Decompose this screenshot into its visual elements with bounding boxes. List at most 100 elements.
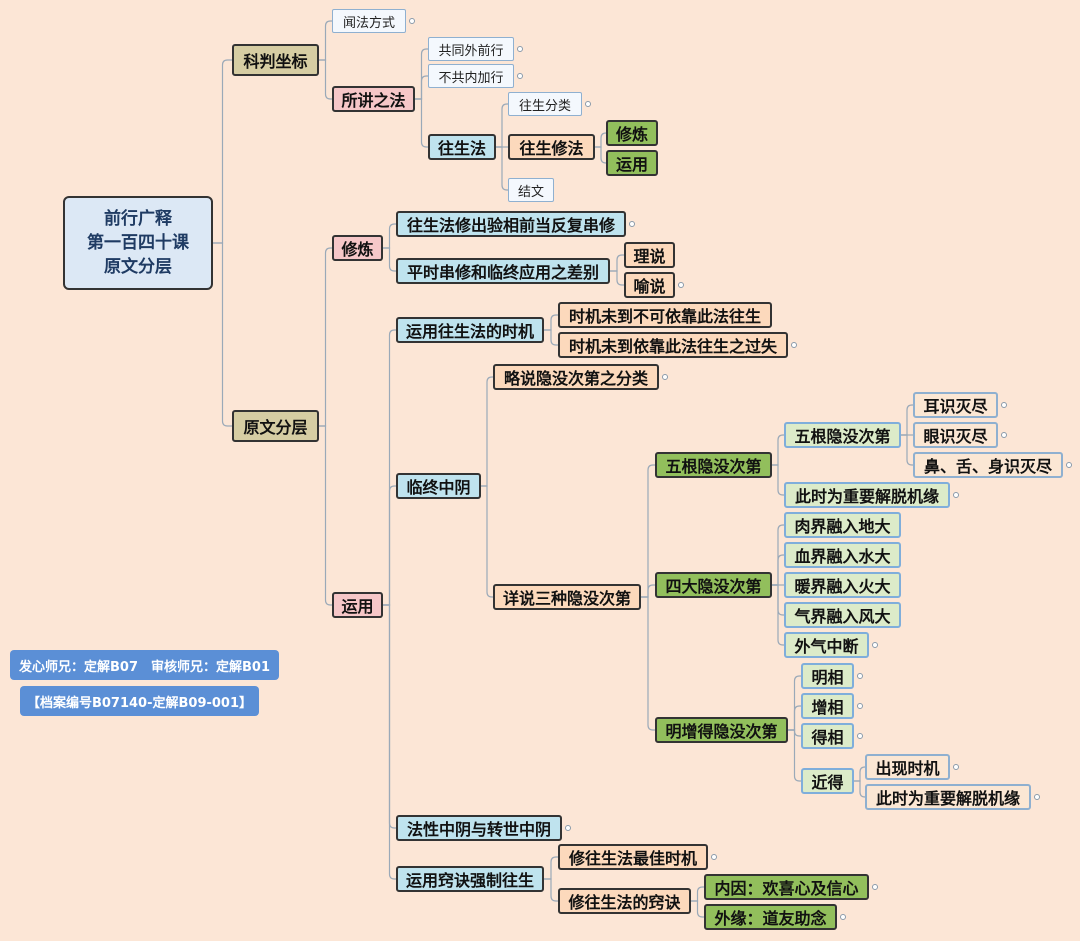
expand-dot-icon[interactable] (840, 914, 846, 920)
connector-node-xiulian-a (595, 132, 607, 148)
node-bugong[interactable]: 不共内加行 (428, 64, 514, 88)
node-suojiang[interactable]: 所讲之法 (332, 86, 415, 112)
credit-badge-archive-id: 【档案编号B07140-定解B09-001】 (20, 686, 259, 716)
node-gongtong[interactable]: 共同外前行 (428, 37, 514, 61)
node-xiulian-c2[interactable]: 平时串修和临终应用之差别 (396, 258, 610, 284)
node-yunyong-a[interactable]: 运用 (606, 150, 658, 176)
expand-dot-icon[interactable] (1034, 794, 1040, 800)
expand-dot-icon[interactable] (953, 764, 959, 770)
connector-node-wangshengfa (415, 98, 428, 148)
connector-node-waiyuan (691, 900, 704, 918)
expand-dot-icon[interactable] (517, 73, 523, 79)
node-wenfa[interactable]: 闻法方式 (332, 9, 406, 33)
expand-dot-icon[interactable] (517, 46, 523, 52)
connector-node-shiji (383, 329, 396, 606)
node-mingzengde[interactable]: 明增得隐没次第 (655, 717, 788, 743)
node-wugen[interactable]: 五根隐没次第 (655, 452, 772, 478)
expand-dot-icon[interactable] (857, 703, 863, 709)
connector-node-bishe (901, 434, 913, 466)
expand-dot-icon[interactable] (629, 221, 635, 227)
expand-dot-icon[interactable] (1001, 402, 1007, 408)
expand-dot-icon[interactable] (791, 342, 797, 348)
connector-node-jietuo-2 (854, 780, 866, 798)
node-qi[interactable]: 气界融入风大 (784, 602, 901, 628)
node-xiangshuo[interactable]: 详说三种隐没次第 (493, 584, 641, 610)
node-yanzhi[interactable]: 眼识灭尽 (913, 422, 998, 448)
node-yuanwen[interactable]: 原文分层 (232, 410, 319, 442)
node-neiyin[interactable]: 内因：欢喜心及信心 (704, 874, 869, 900)
node-mingxiang[interactable]: 明相 (801, 663, 854, 689)
node-jietuo-1[interactable]: 此时为重要解脱机缘 (784, 482, 950, 508)
connector-node-yunyong-a (595, 146, 607, 164)
node-waiyuan[interactable]: 外缘：道友助念 (704, 904, 837, 930)
expand-dot-icon[interactable] (1001, 432, 1007, 438)
connector-node-mingxiang (788, 675, 801, 731)
expand-dot-icon[interactable] (409, 18, 415, 24)
expand-dot-icon[interactable] (678, 282, 684, 288)
root-node[interactable]: 前行广释 第一百四十课 原文分层 (63, 196, 213, 290)
node-jinde[interactable]: 近得 (801, 768, 854, 794)
node-wangsheng-fenlei[interactable]: 往生分类 (508, 92, 582, 116)
connector-node-jietuo-1 (772, 464, 784, 496)
expand-dot-icon[interactable] (872, 884, 878, 890)
connector-node-kepan (213, 59, 232, 244)
expand-dot-icon[interactable] (1066, 462, 1072, 468)
node-yunyong[interactable]: 运用 (332, 592, 383, 618)
node-lueshuo[interactable]: 略说隐没次第之分类 (493, 364, 659, 390)
expand-dot-icon[interactable] (857, 733, 863, 739)
node-linzhong[interactable]: 临终中阴 (396, 473, 481, 499)
node-erzhi[interactable]: 耳识灭尽 (913, 392, 998, 418)
node-shiji-2[interactable]: 时机未到依靠此法往生之过失 (558, 332, 788, 358)
expand-dot-icon[interactable] (953, 492, 959, 498)
connector-node-xiulian (319, 247, 332, 427)
node-qiaojue[interactable]: 运用窍诀强制往生 (396, 866, 544, 892)
node-faxing[interactable]: 法性中阴与转世中阴 (396, 815, 562, 841)
node-xiulian-a[interactable]: 修炼 (606, 120, 658, 146)
expand-dot-icon[interactable] (711, 854, 717, 860)
connector-node-yunyong (319, 425, 332, 606)
connector-node-jiewen (496, 146, 508, 191)
node-lishuo[interactable]: 理说 (624, 242, 675, 268)
node-xiulian[interactable]: 修炼 (332, 235, 383, 261)
expand-dot-icon[interactable] (872, 642, 878, 648)
node-wangshengfa[interactable]: 往生法 (428, 134, 496, 160)
connector-node-faxing (383, 604, 396, 829)
expand-dot-icon[interactable] (565, 825, 571, 831)
connector-node-zuijia (544, 856, 558, 880)
expand-dot-icon[interactable] (662, 374, 668, 380)
node-xue[interactable]: 血界融入水大 (784, 542, 901, 568)
node-kepan[interactable]: 科判坐标 (232, 44, 319, 76)
root-title-line-3: 原文分层 (104, 257, 172, 277)
node-dexiang[interactable]: 得相 (801, 723, 854, 749)
node-chuxian[interactable]: 出现时机 (865, 754, 950, 780)
node-shiji-1[interactable]: 时机未到不可依靠此法往生 (558, 302, 772, 328)
connector-node-erzhi (901, 404, 913, 436)
connector-node-sida (641, 584, 655, 598)
node-waiqi[interactable]: 外气中断 (784, 632, 869, 658)
node-wugen-sub[interactable]: 五根隐没次第 (784, 422, 901, 448)
node-shiji[interactable]: 运用往生法的时机 (396, 317, 544, 343)
node-jietuo-2[interactable]: 此时为重要解脱机缘 (865, 784, 1031, 810)
node-rou[interactable]: 肉界融入地大 (784, 512, 901, 538)
node-wangsheng-xiufa[interactable]: 往生修法 (508, 134, 595, 160)
connector-node-rou (772, 524, 784, 586)
node-qiaojue-2[interactable]: 修往生法的窍诀 (558, 888, 691, 914)
connector-node-qiaojue (383, 604, 396, 880)
node-bishe[interactable]: 鼻、舌、身识灭尽 (913, 452, 1063, 478)
node-yushuo[interactable]: 喻说 (624, 272, 675, 298)
connector-node-wugen (641, 464, 655, 598)
node-zengxiang[interactable]: 增相 (801, 693, 854, 719)
connector-node-mingzengde (641, 596, 655, 731)
node-xiulian-c1[interactable]: 往生法修出验相前当反复串修 (396, 211, 626, 237)
connector-node-xiulian-c2 (383, 247, 396, 272)
node-sida[interactable]: 四大隐没次第 (655, 572, 772, 598)
expand-dot-icon[interactable] (585, 101, 591, 107)
connector-node-wangsheng-fenlei (496, 103, 508, 148)
connector-node-chuxian (854, 766, 866, 782)
node-zuijia[interactable]: 修往生法最佳时机 (558, 844, 708, 870)
node-nuan[interactable]: 暖界融入火大 (784, 572, 901, 598)
connector-node-xue (772, 554, 784, 586)
node-jiewen[interactable]: 结文 (508, 178, 554, 202)
expand-dot-icon[interactable] (857, 673, 863, 679)
connector-node-shiji-1 (544, 314, 558, 331)
